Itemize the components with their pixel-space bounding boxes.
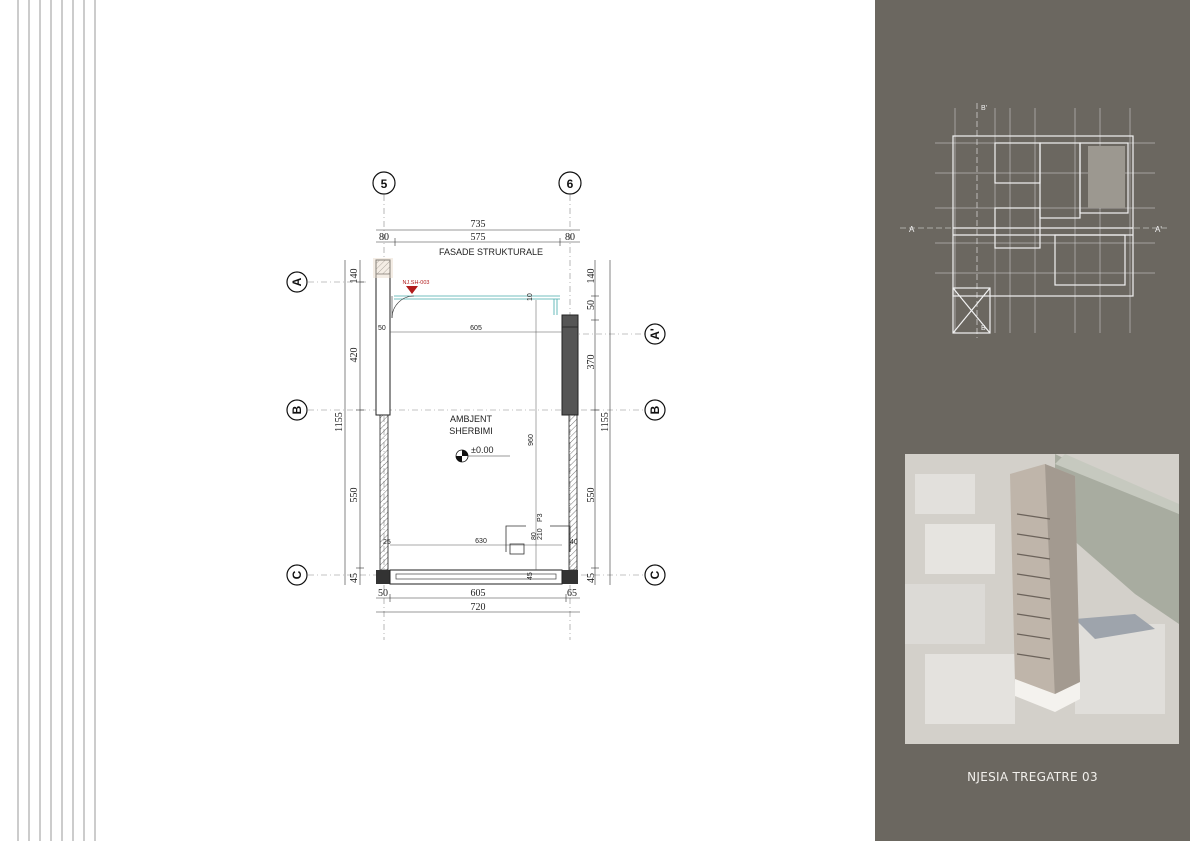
dim-right-low: 550 xyxy=(586,488,597,503)
grid-row-b-right: B xyxy=(644,399,666,421)
grid-row-a-prime-right: A' xyxy=(644,323,666,345)
key-plan-highlight xyxy=(1088,146,1125,208)
dim-left-bottom: 45 xyxy=(349,573,360,583)
dim-inner-top-small: 10 xyxy=(527,293,534,301)
svg-text:6: 6 xyxy=(567,177,574,191)
dim-bottom-left: 50 xyxy=(378,588,388,599)
dim-door-width: 80 xyxy=(531,532,538,540)
bottom-dimension-lines xyxy=(376,594,580,613)
dim-left-top: 140 xyxy=(349,269,360,284)
dim-top-total: 735 xyxy=(471,219,486,230)
section-marker-label: NJ.SH-003 xyxy=(403,280,430,286)
dim-door-height: 210 xyxy=(537,528,544,540)
panel-title: NJESIA TREGATRE 03 xyxy=(967,770,1098,784)
svg-text:C: C xyxy=(648,570,662,579)
dim-right-top: 140 xyxy=(586,269,597,284)
dim-left-total: 1155 xyxy=(334,412,345,432)
section-b-prime-label: B' xyxy=(981,105,987,112)
dim-inner-left: 50 xyxy=(378,325,386,332)
grid-column-5: 5 xyxy=(372,171,396,195)
grid-column-6: 6 xyxy=(558,171,582,195)
dim-right-mid: 370 xyxy=(586,355,597,370)
decorative-rails xyxy=(17,0,96,841)
dim-inner-top: 605 xyxy=(470,325,482,332)
dim-top-left: 80 xyxy=(379,232,389,243)
building-render-image xyxy=(905,454,1179,744)
glazing-top xyxy=(394,295,560,315)
dim-top-right: 80 xyxy=(565,232,575,243)
key-plan: A A' B' B xyxy=(900,103,1170,338)
room-name-line2: SHERBIMI xyxy=(449,426,493,436)
dim-bottom-total: 720 xyxy=(471,602,486,613)
dim-inner-height: 960 xyxy=(528,434,535,446)
dim-right-total: 1155 xyxy=(600,412,611,432)
walls xyxy=(373,258,579,585)
door-tag: P3 xyxy=(537,513,544,522)
svg-text:C: C xyxy=(290,570,304,579)
left-dimension-lines xyxy=(344,260,364,585)
level-marker-icon xyxy=(455,449,510,463)
grid-row-a-left: A xyxy=(286,271,308,293)
building-render xyxy=(905,454,1179,744)
right-dimension-lines xyxy=(591,260,611,585)
floor-plan: 5 6 A B C A' B C 735 80 575 80 FASADE ST… xyxy=(286,171,666,640)
grid-row-c-right: C xyxy=(644,564,666,586)
interior-partition xyxy=(505,525,571,555)
level-label: ±0.00 xyxy=(471,445,493,455)
key-plan-grid xyxy=(935,108,1155,333)
dim-right-gap: 50 xyxy=(586,300,597,310)
top-dimension-lines xyxy=(376,229,580,246)
dim-bottom-middle: 605 xyxy=(471,588,486,599)
dim-left-mid: 420 xyxy=(349,348,360,363)
grid-row-c-left: C xyxy=(286,564,308,586)
dim-inner-small-right: 40 xyxy=(570,539,578,546)
dim-left-low: 550 xyxy=(349,488,360,503)
facade-label: FASADE STRUKTURALE xyxy=(439,247,543,257)
svg-text:A': A' xyxy=(648,328,662,340)
dim-top-middle: 575 xyxy=(471,232,486,243)
grid-row-b-left: B xyxy=(286,399,308,421)
room-name-line1: AMBJENT xyxy=(450,414,493,424)
svg-text:B: B xyxy=(648,405,662,414)
key-plan-section-lines xyxy=(900,103,1170,338)
section-a-prime-label: A' xyxy=(1155,225,1162,234)
dim-bottom-right: 65 xyxy=(567,588,577,599)
section-b-label: B xyxy=(981,325,986,332)
dim-inner-small-left: 25 xyxy=(383,539,391,546)
dim-inner-lower: 630 xyxy=(475,538,487,545)
info-panel: A A' B' B xyxy=(875,0,1190,841)
section-marker-icon xyxy=(406,286,418,294)
section-a-label: A xyxy=(909,225,915,234)
svg-text:5: 5 xyxy=(381,177,388,191)
svg-text:A: A xyxy=(290,277,304,286)
dim-inner-bottom-small: 45 xyxy=(527,572,534,580)
svg-text:B: B xyxy=(290,405,304,414)
dim-right-bottom: 45 xyxy=(586,573,597,583)
